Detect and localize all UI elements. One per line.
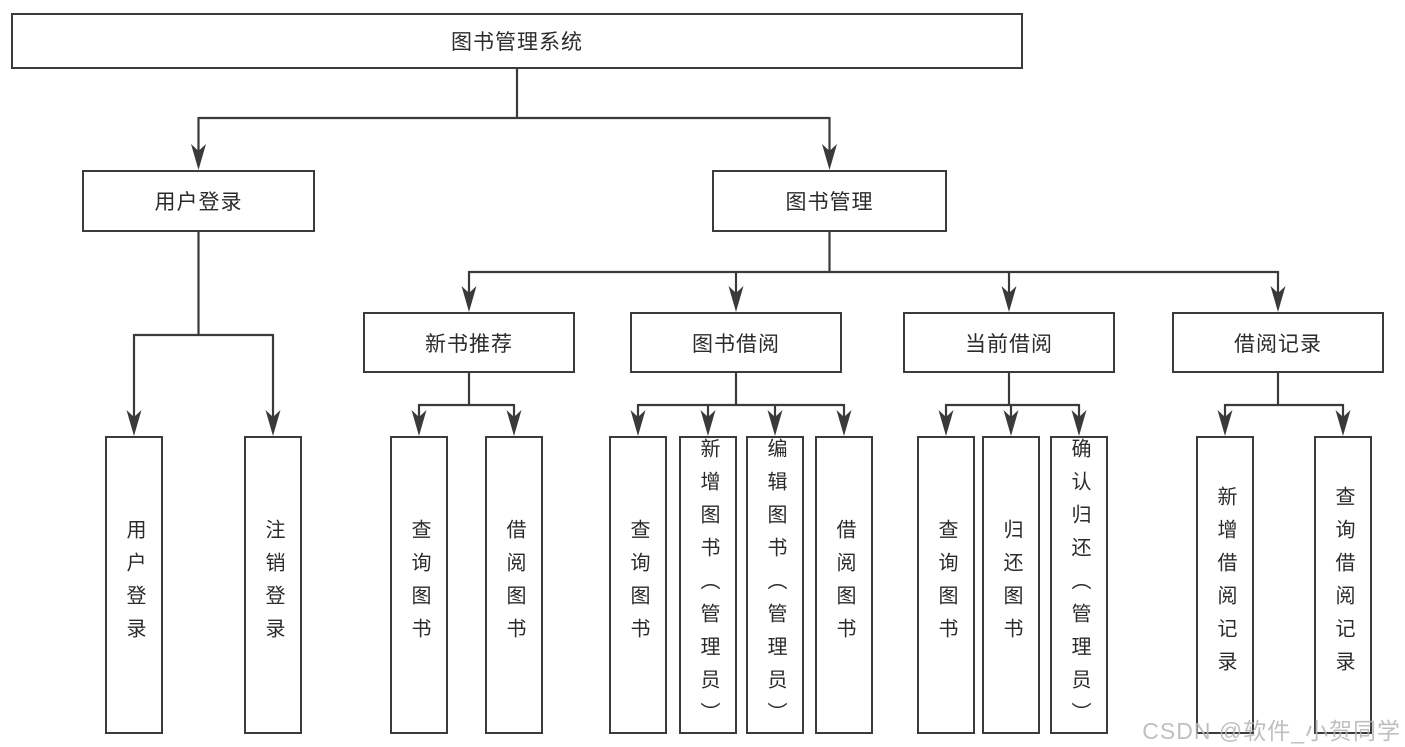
node-label: 查询借阅记录 xyxy=(1332,486,1354,684)
node-leaf-logout: 注销登录 xyxy=(244,436,302,734)
node-label: 查询图书 xyxy=(408,519,430,651)
node-label: 查询图书 xyxy=(627,519,649,651)
arrowhead-down-icon xyxy=(822,144,837,170)
node-label: 确认归还（管理员） xyxy=(1068,438,1090,735)
node-leaf-query-borrow-record: 查询借阅记录 xyxy=(1314,436,1372,734)
arrowhead-down-icon xyxy=(767,410,783,436)
node-label: 查询图书 xyxy=(935,519,957,651)
node-label: 注销登录 xyxy=(262,519,284,651)
arrowhead-down-icon xyxy=(728,286,744,312)
node-label: 图书管理 xyxy=(785,191,874,214)
node-label: 归还图书 xyxy=(1000,519,1022,651)
arrowhead-down-icon xyxy=(191,144,206,170)
arrowhead-down-icon xyxy=(630,410,646,436)
node-label: 新增图书（管理员） xyxy=(697,438,719,735)
node-book-management-branch: 图书管理 xyxy=(712,170,947,232)
node-leaf-add-books-admin: 新增图书（管理员） xyxy=(679,436,737,735)
node-current-borrowing: 当前借阅 xyxy=(903,312,1115,373)
arrowhead-down-icon xyxy=(938,410,954,436)
arrowhead-down-icon xyxy=(411,410,427,436)
node-label: 用户登录 xyxy=(154,191,243,214)
arrowhead-down-icon xyxy=(1071,410,1087,436)
node-leaf-borrow-books-recommend: 借阅图书 xyxy=(485,436,543,734)
node-label: 图书借阅 xyxy=(692,332,780,356)
node-leaf-user-login: 用户登录 xyxy=(105,436,163,734)
node-label: 图书管理系统 xyxy=(451,31,583,54)
node-label: 用户登录 xyxy=(123,519,145,651)
node-label: 新增借阅记录 xyxy=(1214,486,1236,684)
arrowhead-down-icon xyxy=(1001,286,1017,312)
node-label: 借阅图书 xyxy=(833,519,855,651)
node-user-login-branch: 用户登录 xyxy=(82,170,315,232)
arrowhead-down-icon xyxy=(1217,410,1233,436)
node-label: 当前借阅 xyxy=(965,332,1053,356)
node-leaf-return-books: 归还图书 xyxy=(982,436,1040,734)
arrowhead-down-icon xyxy=(1335,410,1351,436)
arrowhead-down-icon xyxy=(461,286,477,312)
arrowhead-down-icon xyxy=(506,410,522,436)
node-new-book-recommendation: 新书推荐 xyxy=(363,312,575,373)
node-leaf-query-books-current: 查询图书 xyxy=(917,436,975,734)
node-leaf-confirm-return-admin: 确认归还（管理员） xyxy=(1050,436,1108,735)
node-label: 编辑图书（管理员） xyxy=(764,438,786,735)
arrowhead-down-icon xyxy=(265,410,281,436)
node-leaf-borrow-books: 借阅图书 xyxy=(815,436,873,734)
node-borrowing-records: 借阅记录 xyxy=(1172,312,1384,373)
arrowhead-down-icon xyxy=(1270,286,1286,312)
node-label: 借阅记录 xyxy=(1234,332,1322,356)
csdn-watermark: CSDN @软件_小贺同学 xyxy=(1142,718,1401,744)
node-label: 借阅图书 xyxy=(503,519,525,651)
node-book-borrowing: 图书借阅 xyxy=(630,312,842,373)
node-leaf-query-books-recommend: 查询图书 xyxy=(390,436,448,734)
node-label: 新书推荐 xyxy=(425,332,513,356)
arrowhead-down-icon xyxy=(126,410,142,436)
node-leaf-edit-books-admin: 编辑图书（管理员） xyxy=(746,436,804,735)
arrowhead-down-icon xyxy=(700,410,716,436)
arrowhead-down-icon xyxy=(1003,410,1019,436)
arrowhead-down-icon xyxy=(836,410,852,436)
node-library-management-system: 图书管理系统 xyxy=(11,13,1023,69)
node-leaf-query-books-borrowing: 查询图书 xyxy=(609,436,667,734)
node-leaf-add-borrow-record: 新增借阅记录 xyxy=(1196,436,1254,734)
